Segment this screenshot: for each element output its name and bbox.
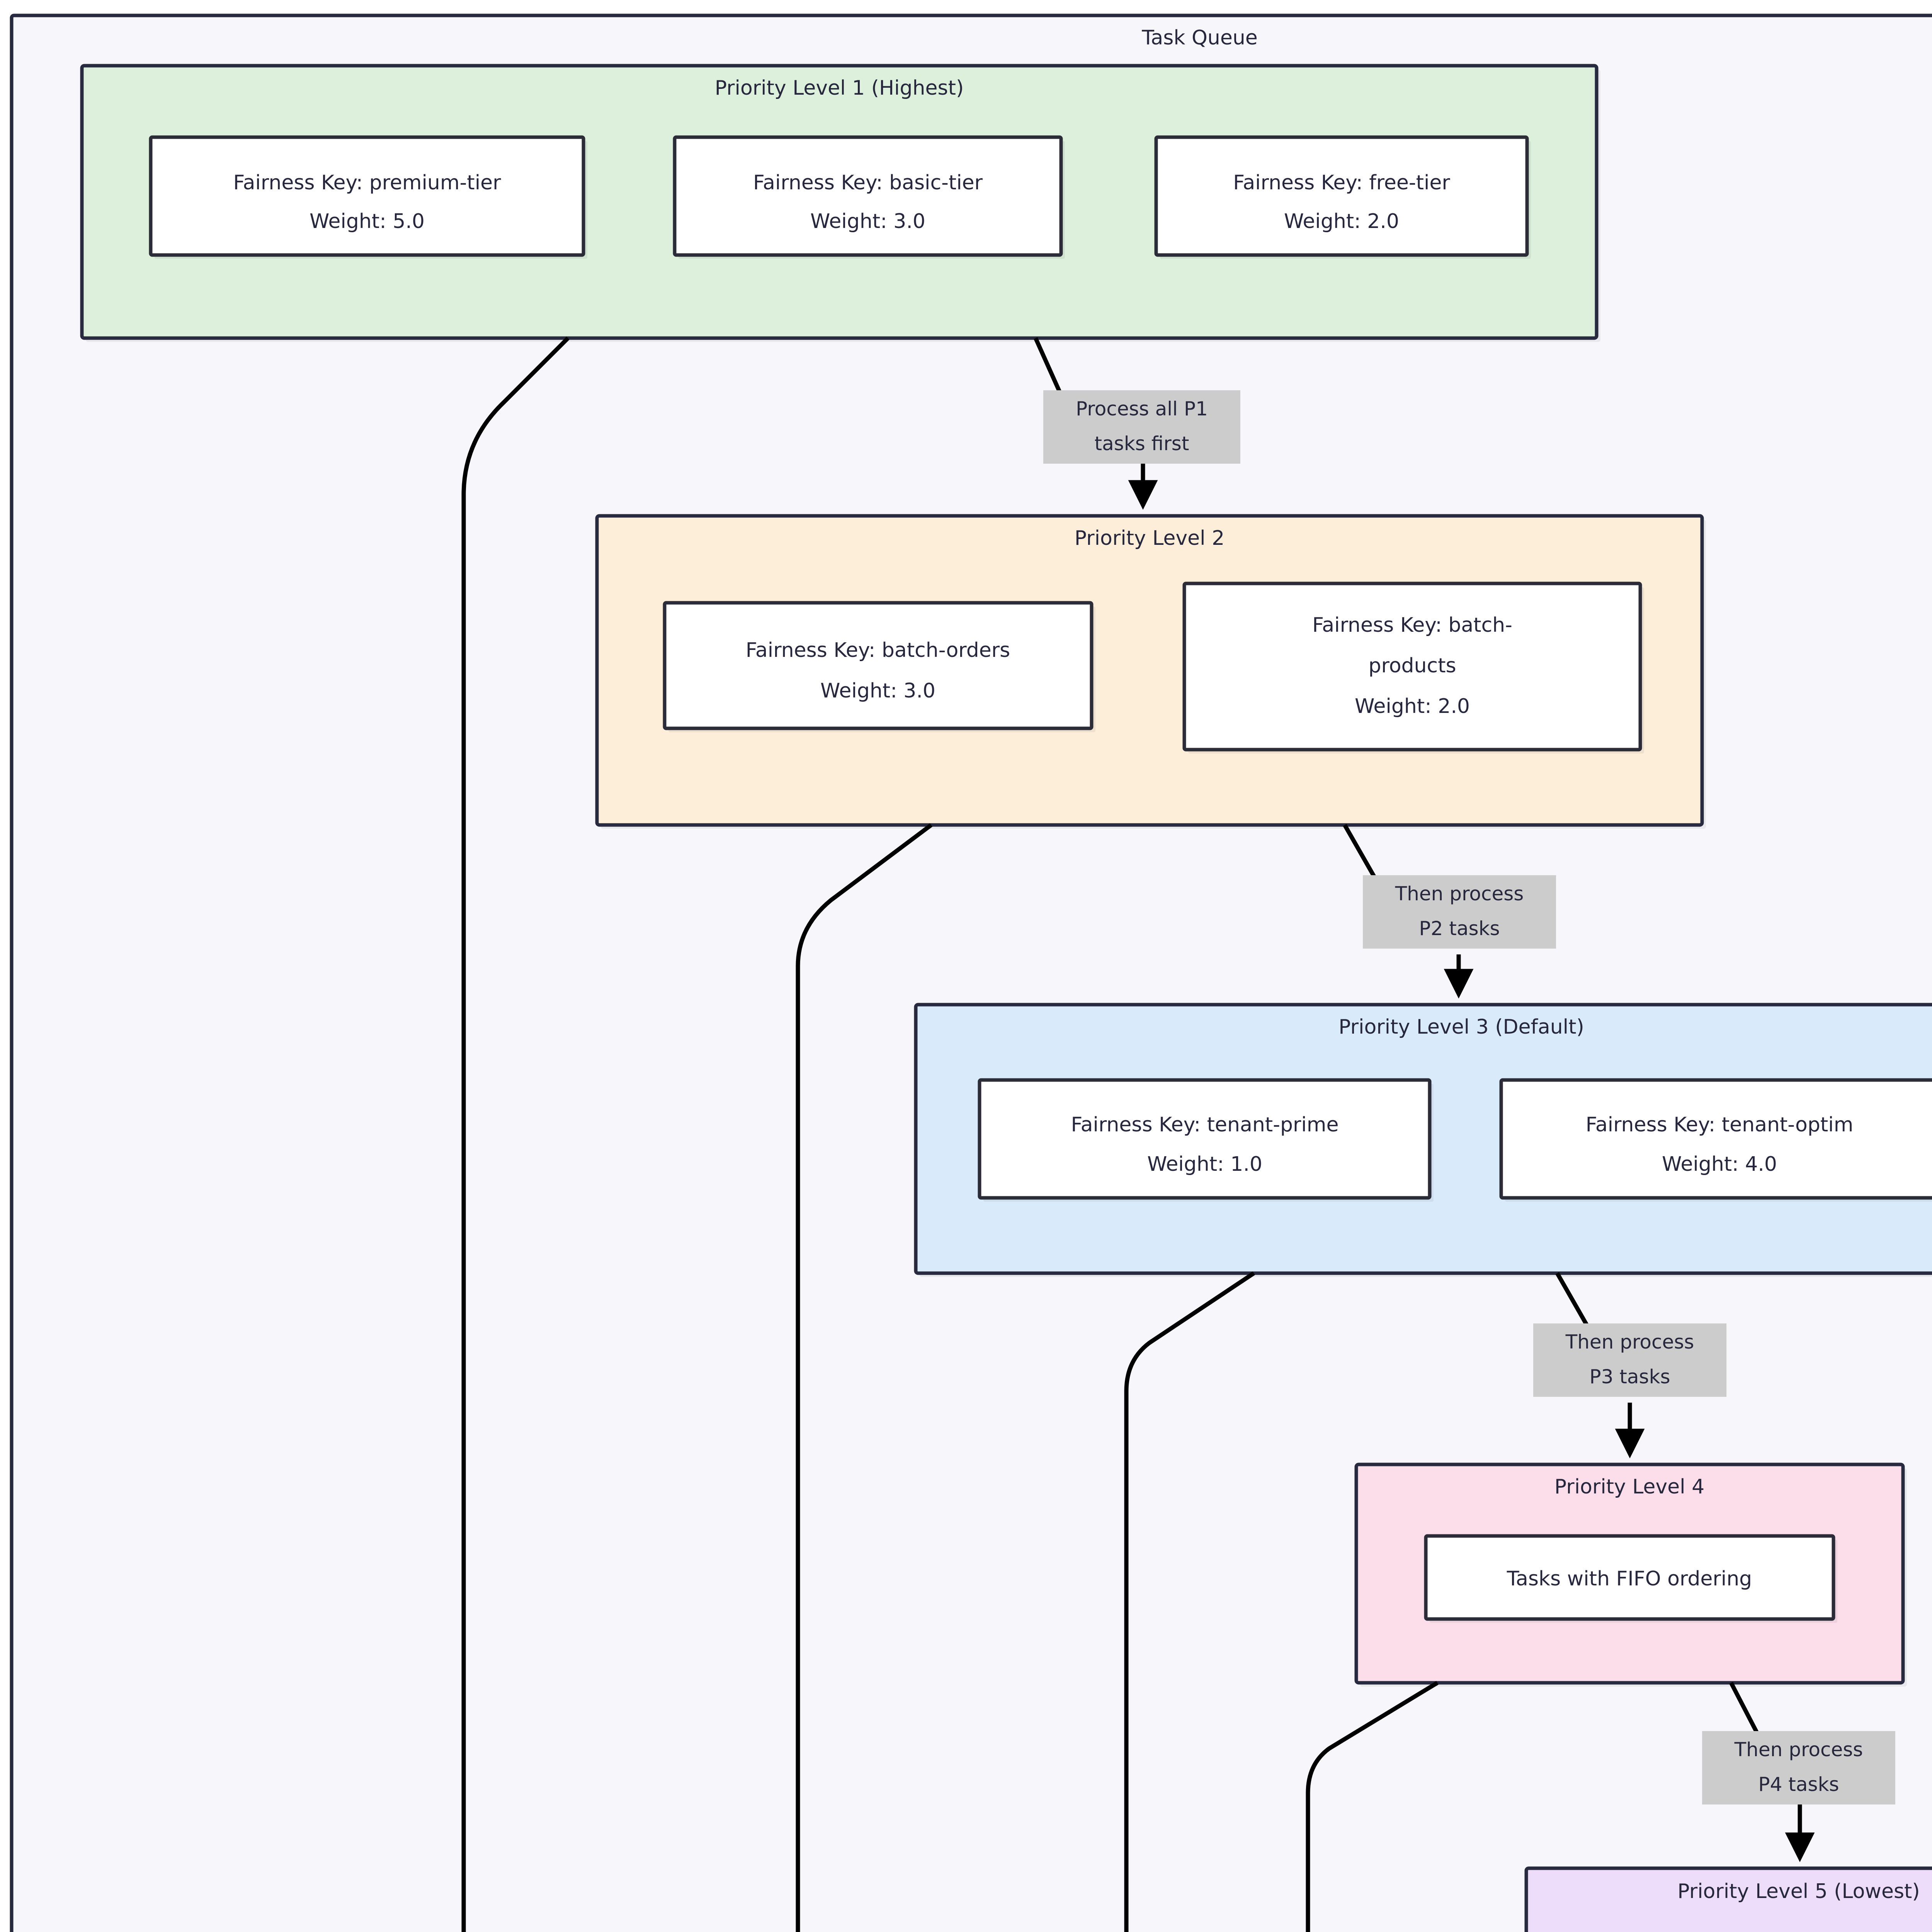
cluster-title-p1: Priority Level 1 (Highest) <box>715 77 964 100</box>
edge-p1-to-workers <box>461 337 570 1932</box>
node-p1c-line1: Fairness Key: free-tier <box>1233 171 1450 194</box>
edge-p3-to-p4-upper <box>1555 1272 1590 1328</box>
cluster-priority-level-5: Priority Level 5 (Lowest) Tasks with FIF… <box>1524 1866 1932 1932</box>
node-p2-batch-products[interactable]: Fairness Key: batch- products Weight: 2.… <box>1182 582 1644 753</box>
edge-p2-to-workers <box>796 823 933 1932</box>
node-p1-basic-tier[interactable]: Fairness Key: basic-tier Weight: 3.0 <box>673 135 1065 259</box>
cluster-title-p3: Priority Level 3 (Default) <box>1338 1015 1584 1039</box>
node-p4-fifo[interactable]: Tasks with FIFO ordering <box>1424 1534 1837 1623</box>
cluster-priority-level-2: Priority Level 2 Fairness Key: batch-ord… <box>595 514 1706 829</box>
node-p3b-line1: Fairness Key: tenant-optim <box>1586 1113 1854 1136</box>
node-p2b-line1: Fairness Key: batch- <box>1312 614 1512 637</box>
edge-label-e2-line1: Then process <box>1395 883 1524 905</box>
cluster-priority-level-1: Priority Level 1 (Highest) Fairness Key:… <box>80 64 1600 342</box>
node-p2a-line1: Fairness Key: batch-orders <box>746 639 1010 662</box>
node-p2b-line2: products <box>1368 654 1456 677</box>
edge-label-e3-line2: P3 tasks <box>1589 1366 1670 1388</box>
edge-label-e1-line1: Process all P1 <box>1076 398 1208 420</box>
node-p3a-line2: Weight: 1.0 <box>1147 1153 1262 1176</box>
edge-label-e3-line1: Then process <box>1565 1331 1694 1353</box>
cluster-task-queue: Task Queue <box>10 14 1932 1932</box>
edge-label-process-all-p1: Process all P1 tasks first <box>1043 390 1240 464</box>
edges <box>461 337 1815 1932</box>
node-p1b-line1: Fairness Key: basic-tier <box>753 171 983 194</box>
edge-label-then-process-p4: Then process P4 tasks <box>1702 1731 1895 1804</box>
edge-p4-to-workers <box>1306 1681 1439 1932</box>
node-p1-premium-tier[interactable]: Fairness Key: premium-tier Weight: 5.0 <box>149 135 587 259</box>
node-p2b-line3: Weight: 2.0 <box>1355 695 1470 718</box>
node-p1c-line2: Weight: 2.0 <box>1284 210 1399 233</box>
edge-p1-to-p2-upper <box>1033 337 1063 395</box>
edge-p2-to-p3-upper <box>1343 824 1378 880</box>
cluster-title-p4: Priority Level 4 <box>1554 1475 1704 1498</box>
edge-p4-to-p5-upper <box>1729 1682 1760 1736</box>
node-p3a-line1: Fairness Key: tenant-prime <box>1071 1113 1339 1136</box>
node-p4a-line1: Tasks with FIFO ordering <box>1507 1567 1752 1590</box>
edge-label-then-process-p3: Then process P3 tasks <box>1533 1323 1726 1397</box>
node-p1b-line2: Weight: 3.0 <box>810 210 925 233</box>
cluster-priority-level-3: Priority Level 3 (Default) Fairness Key:… <box>914 1003 1932 1277</box>
node-p1a-line2: Weight: 5.0 <box>310 210 425 233</box>
node-p3-tenant-optim[interactable]: Fairness Key: tenant-optim Weight: 4.0 <box>1499 1078 1932 1202</box>
edge-label-e4-line2: P4 tasks <box>1758 1773 1839 1796</box>
cluster-priority-level-4: Priority Level 4 Tasks with FIFO orderin… <box>1354 1463 1907 1687</box>
node-p2-batch-orders[interactable]: Fairness Key: batch-orders Weight: 3.0 <box>663 601 1095 732</box>
node-p1-free-tier[interactable]: Fairness Key: free-tier Weight: 2.0 <box>1154 135 1531 259</box>
edge-label-then-process-p2: Then process P2 tasks <box>1363 875 1556 949</box>
cluster-title-p5: Priority Level 5 (Lowest) <box>1677 1880 1920 1903</box>
node-p2a-line2: Weight: 3.0 <box>820 679 935 702</box>
edge-label-e1-line2: tasks first <box>1095 432 1189 455</box>
edge-label-e4-line1: Then process <box>1734 1738 1863 1761</box>
node-p1a-line1: Fairness Key: premium-tier <box>233 171 501 194</box>
root-cluster-title: Task Queue <box>1141 26 1258 49</box>
cluster-title-p2: Priority Level 2 <box>1075 527 1225 550</box>
edge-label-e2-line2: P2 tasks <box>1419 917 1500 940</box>
node-p3b-line2: Weight: 4.0 <box>1662 1153 1777 1176</box>
node-p3-tenant-prime[interactable]: Fairness Key: tenant-prime Weight: 1.0 <box>978 1078 1434 1202</box>
edge-p3-to-workers <box>1124 1271 1255 1932</box>
